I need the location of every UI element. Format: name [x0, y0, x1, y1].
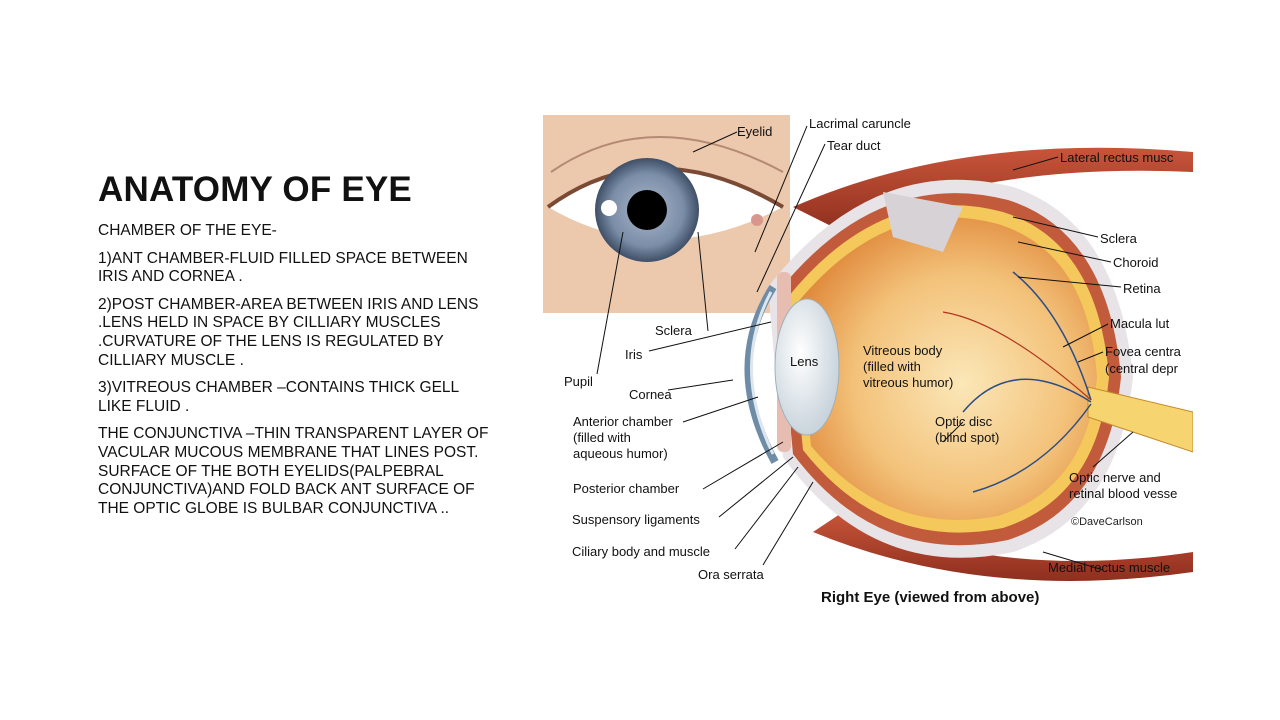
label-optic-nerve-1: Optic nerve and	[1069, 470, 1161, 485]
label-fovea-2: (central depr	[1105, 361, 1179, 376]
label-suspensory-ligaments: Suspensory ligaments	[572, 512, 700, 527]
label-cornea: Cornea	[629, 387, 672, 402]
paragraph-chamber-heading: CHAMBER OF THE EYE-	[98, 222, 277, 239]
diagram-labels: Eyelid Lacrimal caruncle Tear duct Later…	[564, 116, 1182, 606]
diagram-caption: Right Eye (viewed from above)	[821, 589, 1039, 606]
label-fovea-1: Fovea centra	[1105, 344, 1182, 359]
credit-text: ©DaveCarlson	[1071, 516, 1143, 528]
paragraph-anterior-chamber: 1)ANT CHAMBER-FLUID FILLED SPACE BETWEEN…	[98, 249, 468, 286]
label-lens: Lens	[790, 354, 819, 369]
slide-title: ANATOMY OF EYE	[98, 170, 412, 209]
label-choroid: Choroid	[1113, 255, 1159, 270]
lens-shape	[774, 298, 840, 436]
label-optic-nerve-2: retinal blood vesse	[1069, 486, 1177, 501]
label-lacrimal-caruncle: Lacrimal caruncle	[809, 116, 911, 131]
label-retina: Retina	[1123, 281, 1161, 296]
eye-anatomy-diagram: Eyelid Lacrimal caruncle Tear duct Later…	[543, 112, 1193, 612]
label-sclera-right: Sclera	[1100, 231, 1138, 246]
label-vitreous-2: (filled with	[863, 359, 921, 374]
label-tear-duct: Tear duct	[827, 138, 881, 153]
paragraph-posterior-chamber: 2)POST CHAMBER-AREA BETWEEN IRIS AND LEN…	[98, 295, 479, 369]
label-pupil: Pupil	[564, 374, 593, 389]
label-eyelid: Eyelid	[737, 124, 772, 139]
label-iris: Iris	[625, 347, 643, 362]
label-ora-serrata: Ora serrata	[698, 567, 765, 582]
label-vitreous-1: Vitreous body	[863, 343, 943, 358]
label-optic-disc-1: Optic disc	[935, 414, 993, 429]
label-ciliary-body: Ciliary body and muscle	[572, 544, 710, 559]
eye-photo	[543, 115, 790, 313]
label-lateral-rectus: Lateral rectus musc	[1060, 150, 1174, 165]
leader-lines	[596, 125, 1134, 571]
label-sclera-left: Sclera	[655, 323, 693, 338]
slide-body: CHAMBER OF THE EYE- 1)ANT CHAMBER-FLUID …	[98, 222, 490, 527]
label-posterior-chamber: Posterior chamber	[573, 481, 680, 496]
medial-rectus-muscle	[813, 512, 1193, 581]
paragraph-conjunctiva: THE CONJUNCTIVA –THIN TRANSPARENT LAYER …	[98, 425, 489, 517]
label-macula: Macula lut	[1110, 316, 1170, 331]
label-vitreous-3: vitreous humor)	[863, 375, 953, 390]
label-anterior-chamber-2: (filled with	[573, 430, 631, 445]
eyeball-cross-section	[768, 179, 1193, 558]
label-anterior-chamber-3: aqueous humor)	[573, 446, 668, 461]
lateral-rectus-muscle	[793, 147, 1193, 232]
label-medial-rectus: Medial rectus muscle	[1048, 560, 1170, 575]
label-anterior-chamber-1: Anterior chamber	[573, 414, 673, 429]
anterior-segment	[744, 272, 840, 464]
paragraph-vitreous-chamber: 3)VITREOUS CHAMBER –CONTAINS THICK GELL …	[98, 379, 459, 415]
label-optic-disc-2: (blind spot)	[935, 430, 999, 445]
